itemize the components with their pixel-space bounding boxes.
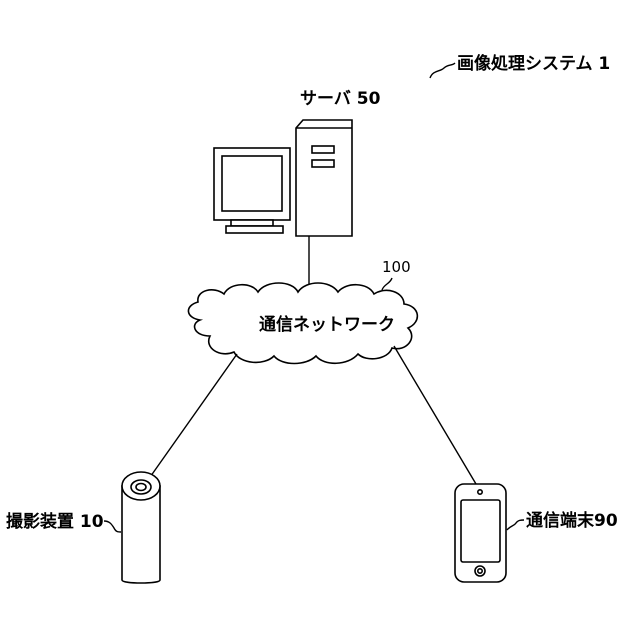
link-network-terminal xyxy=(394,346,476,484)
camera-device-icon xyxy=(122,472,160,583)
link-network-camera xyxy=(148,354,237,480)
terminal-device-icon xyxy=(455,484,506,582)
terminal-leader-line xyxy=(507,520,524,530)
network-label: 通信ネットワーク xyxy=(259,314,395,335)
camera-label: 撮影装置 10 xyxy=(6,511,104,532)
server-label: サーバ 50 xyxy=(300,89,381,109)
network-ref-leader xyxy=(382,278,392,290)
network-ref-label: 100 xyxy=(382,258,411,276)
monitor-icon xyxy=(214,148,290,233)
terminal-label: 通信端末90 xyxy=(526,510,618,531)
camera-leader-line xyxy=(104,521,121,532)
system-label: 画像処理システム 1 xyxy=(457,54,610,74)
system-leader-line xyxy=(430,63,455,78)
server-tower-icon xyxy=(296,120,352,236)
